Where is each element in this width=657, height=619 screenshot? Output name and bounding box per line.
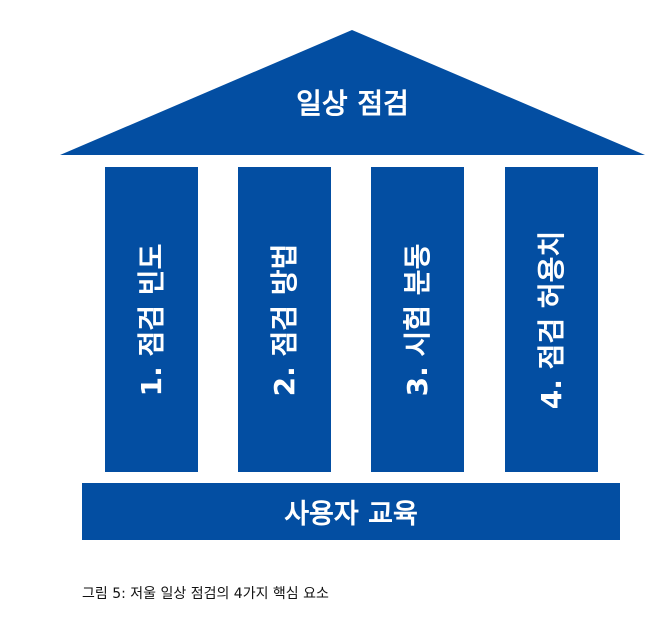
pillar-4: 4. 점검 허용치: [505, 167, 598, 472]
pillar-3: 3. 시험 분동: [371, 167, 464, 472]
pillar-2: 2. 점검 방법: [238, 167, 331, 472]
roof-shape: [60, 30, 645, 155]
pillar-2-label: 2. 점검 방법: [267, 243, 301, 396]
base-label: 사용자 교육: [284, 499, 418, 530]
roof-triangle: [60, 30, 645, 155]
base-foundation: 사용자 교육: [82, 483, 620, 540]
pillar-1-label: 1. 점검 빈도: [134, 243, 168, 396]
pillar-4-label: 4. 점검 허용치: [534, 230, 568, 409]
figure-caption: 그림 5: 저울 일상 점검의 4가지 핵심 요소: [82, 586, 329, 602]
pillar-3-label: 3. 시험 분동: [400, 243, 434, 396]
roof-title: 일상 점검: [296, 87, 409, 120]
pillar-1: 1. 점검 빈도: [105, 167, 198, 472]
